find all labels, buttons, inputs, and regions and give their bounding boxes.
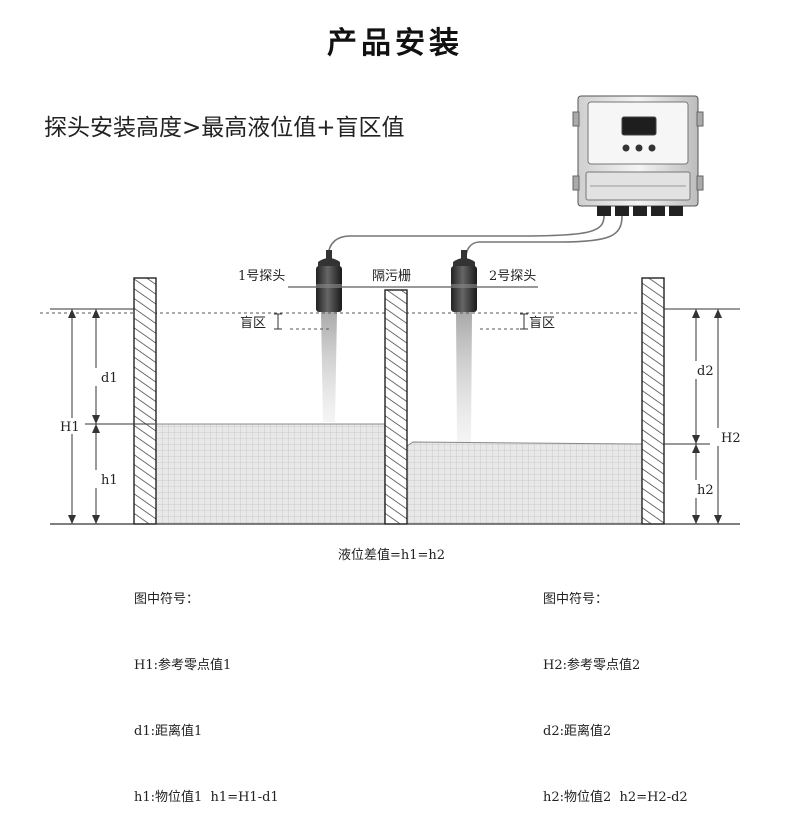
probe2-cable <box>465 215 623 259</box>
probe2-label: 2号探头 <box>489 269 536 284</box>
page-title: 产品安装 <box>327 26 463 61</box>
legend-left-line: H1:参考零点值1 <box>134 658 232 673</box>
liquid-left <box>154 423 386 525</box>
blind-zone-right: 盲区 <box>520 313 555 331</box>
cable-glands <box>597 206 683 216</box>
probe-1 <box>316 250 342 422</box>
dimension-h1: h1 <box>88 424 118 524</box>
legend-right-line: h2:物位值2 h2=H2-d2 <box>543 790 688 805</box>
legend-left-header: 图中符号： <box>134 592 200 607</box>
level-difference-note: 液位差值=h1=h2 <box>338 548 446 563</box>
legend-right-line: H2:参考零点值2 <box>543 658 641 673</box>
dimension-d1: d1 <box>88 309 118 424</box>
dimension-H1: H1 <box>60 309 84 524</box>
controller-button-3 <box>648 144 656 152</box>
blind-zone-left: 盲区 <box>240 313 282 331</box>
barrier-screen-wall <box>384 289 408 525</box>
dimension-h2: h2 <box>688 444 714 524</box>
controller-unit <box>572 95 704 216</box>
controller-display <box>621 116 657 136</box>
installation-rule: 探头安装高度>最高液位值+盲区值 <box>44 115 405 141</box>
h1-label: h1 <box>101 473 118 488</box>
legend-left-line: h1:物位值1 h1=H1-d1 <box>134 790 279 805</box>
probe2-ultrasonic-beam <box>456 312 472 442</box>
controller-button-1 <box>622 144 630 152</box>
liquid-right <box>406 441 643 525</box>
dimension-H2: H2 <box>710 309 741 524</box>
blind-zone-right-label: 盲区 <box>529 315 555 331</box>
controller-button-2 <box>635 144 643 152</box>
h2-label: h2 <box>697 483 714 498</box>
legend-left: 图中符号： H1:参考零点值1 d1:距离值1 h1:物位值1 h1=H1-d1 <box>134 545 279 831</box>
H1-label: H1 <box>60 420 80 435</box>
legend-right: 图中符号： H2:参考零点值2 d2:距离值2 h2:物位值2 h2=H2-d2 <box>543 545 688 831</box>
blind-zone-left-label: 盲区 <box>240 315 266 331</box>
probe1-cable <box>327 215 605 259</box>
tank-wall-left <box>133 277 157 525</box>
probe1-ultrasonic-beam <box>321 312 337 422</box>
installation-diagram: 1号探头 隔污栅 2号探头 盲区 盲区 H1 <box>40 95 741 525</box>
dimension-d2: d2 <box>688 309 714 444</box>
tank-wall-right <box>641 277 665 525</box>
probe-2 <box>451 250 477 442</box>
probe1-label: 1号探头 <box>238 269 285 284</box>
H2-label: H2 <box>721 431 741 446</box>
barrier-label: 隔污栅 <box>372 269 411 284</box>
legend-right-line: d2:距离值2 <box>543 724 612 739</box>
legend-left-line: d1:距离值1 <box>134 724 203 739</box>
d1-label: d1 <box>101 371 118 386</box>
d2-label: d2 <box>697 364 714 379</box>
legend-right-header: 图中符号： <box>543 592 609 607</box>
